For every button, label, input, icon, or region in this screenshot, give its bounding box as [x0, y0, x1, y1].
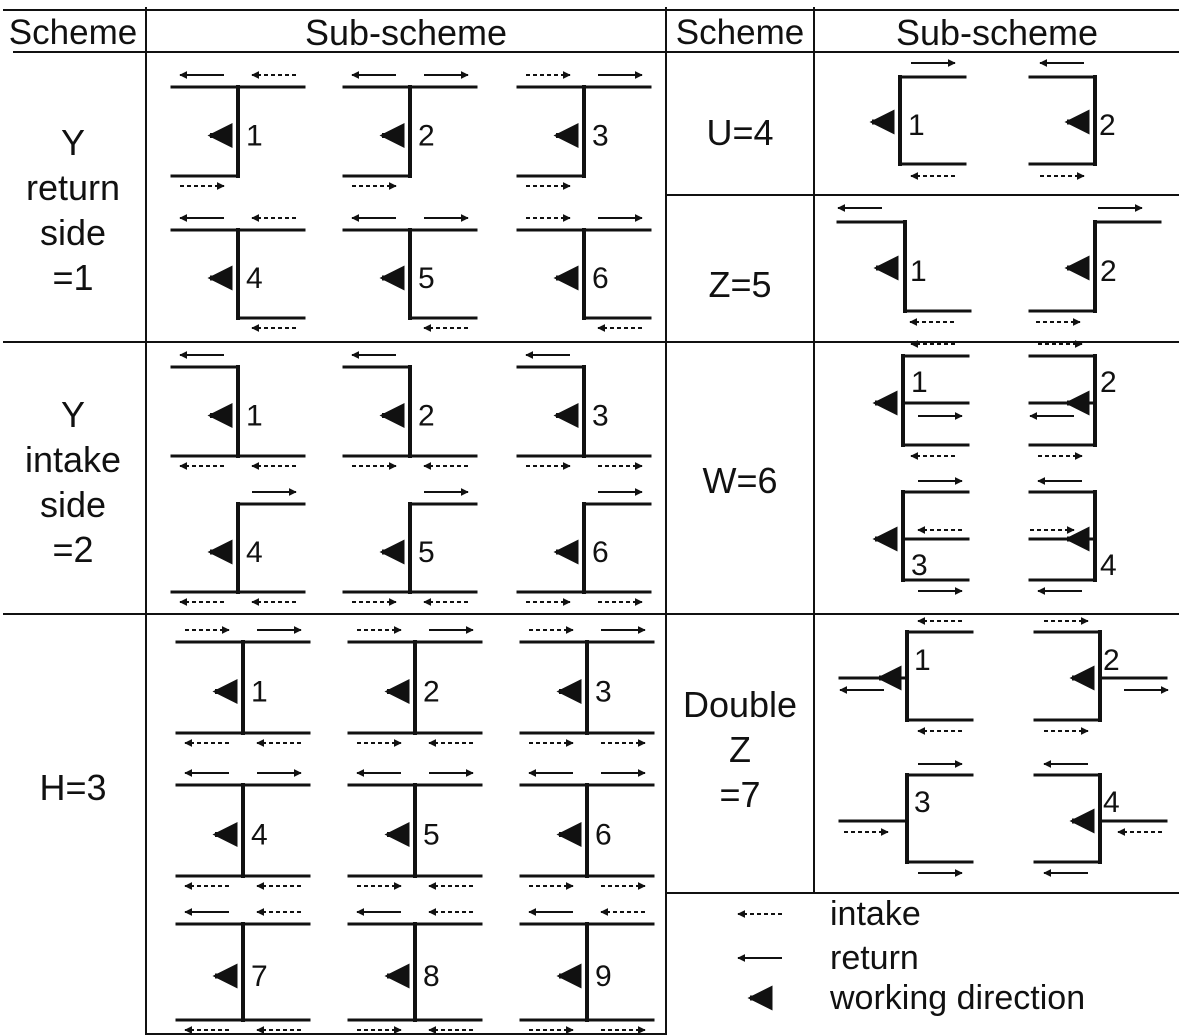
sub-scheme-diagrams: 1 2 3 4 5 6 1 2 3 4 5 6 1 2 3 4 5 6 7 8 9 1 2 1 2 1 2 3 4 1 2 3 4	[170, 59, 1169, 1034]
h-sub-3: 3	[519, 626, 655, 747]
h-sub-8: 8	[347, 908, 483, 1034]
h-sub-7: 7	[175, 908, 311, 1034]
sub-number: 4	[1103, 786, 1120, 819]
sub-number: 3	[592, 400, 609, 433]
scheme-w-label: W=6	[702, 460, 778, 501]
h-sub-9: 9	[519, 908, 655, 1034]
sub-number: 3	[592, 120, 609, 153]
y-return-sub-6: 6	[516, 214, 652, 332]
z-sub-1: 1	[836, 204, 972, 326]
sub-number: 3	[914, 786, 931, 819]
y-intake-sub-6: 6	[516, 488, 652, 606]
sub-number: 8	[423, 960, 440, 993]
sub-number: 9	[595, 960, 612, 993]
y-return-sub-2: 2	[342, 71, 478, 190]
scheme-h-label: H=3	[39, 767, 107, 808]
sub-number: 3	[911, 549, 928, 582]
z-sub-2: 2	[1028, 204, 1162, 326]
sub-number: 4	[251, 819, 268, 852]
y-intake-sub-5: 5	[342, 488, 478, 606]
y-return-sub-1: 1	[170, 71, 306, 190]
double-z-sub-1: 1	[838, 617, 974, 735]
sub-number: 1	[911, 366, 928, 399]
y-intake-sub-1: 1	[170, 351, 306, 470]
y-intake-sub-3: 3	[516, 351, 652, 470]
y-return-sub-3: 3	[516, 71, 652, 190]
sub-number: 6	[592, 262, 609, 295]
sub-number: 5	[423, 819, 440, 852]
double-z-sub-3: 3	[838, 760, 974, 877]
sub-number: 2	[418, 400, 435, 433]
sub-number: 2	[1100, 255, 1117, 288]
sub-number: 1	[910, 255, 927, 288]
sub-number: 1	[246, 120, 263, 153]
double-z-sub-2: 2	[1033, 617, 1169, 735]
legend-return-label: return	[830, 939, 919, 977]
legend-intake-label: intake	[830, 895, 921, 933]
sub-number: 4	[246, 536, 263, 569]
w-sub-4: 4	[1028, 477, 1117, 595]
sub-number: 6	[595, 819, 612, 852]
double-z-sub-4: 4	[1033, 760, 1168, 877]
sub-number: 4	[1100, 549, 1117, 582]
header-subscheme-right: Sub-scheme	[895, 12, 1099, 53]
sub-number: 1	[251, 676, 268, 709]
y-return-sub-5: 5	[342, 214, 478, 332]
scheme-z-label: Z=5	[708, 264, 772, 305]
header-scheme-left: Scheme	[8, 13, 138, 52]
sub-number: 2	[423, 676, 440, 709]
w-sub-3: 3	[872, 477, 970, 595]
sub-number: 5	[418, 536, 435, 569]
w-sub-1: 1	[872, 340, 970, 460]
legend-symbols	[737, 910, 782, 1011]
sub-number: 4	[246, 262, 263, 295]
y-intake-sub-4: 4	[170, 488, 306, 606]
sub-number: 2	[1100, 366, 1117, 399]
y-intake-sub-2: 2	[342, 351, 478, 470]
scheme-u-label: U=4	[706, 112, 774, 153]
table-grid	[3, 7, 1179, 1035]
header-scheme-right: Scheme	[675, 13, 805, 52]
h-sub-6: 6	[519, 769, 655, 890]
h-sub-4: 4	[175, 769, 311, 890]
u-sub-2: 2	[1028, 59, 1116, 180]
sub-number: 1	[908, 109, 925, 142]
h-sub-2: 2	[347, 626, 483, 747]
y-return-sub-4: 4	[170, 214, 306, 332]
sub-number: 5	[418, 262, 435, 295]
sub-number: 2	[418, 120, 435, 153]
h-sub-5: 5	[347, 769, 483, 890]
scheme-y-return-label: Y return side =1	[25, 122, 121, 298]
header-subscheme-left: Sub-scheme	[304, 12, 508, 53]
sub-number: 7	[251, 960, 268, 993]
sub-number: 6	[592, 536, 609, 569]
w-sub-2: 2	[1028, 340, 1117, 460]
legend-working-label: working direction	[830, 979, 1086, 1017]
sub-number: 2	[1103, 644, 1120, 677]
sub-number: 1	[914, 644, 931, 677]
u-sub-1: 1	[869, 59, 967, 180]
h-sub-1: 1	[175, 626, 311, 747]
sub-number: 2	[1099, 109, 1116, 142]
sub-number: 3	[595, 676, 612, 709]
scheme-double-z-label: Double Z =7	[682, 684, 798, 815]
sub-number: 1	[246, 400, 263, 433]
scheme-y-intake-label: Y intake side =2	[24, 394, 122, 570]
